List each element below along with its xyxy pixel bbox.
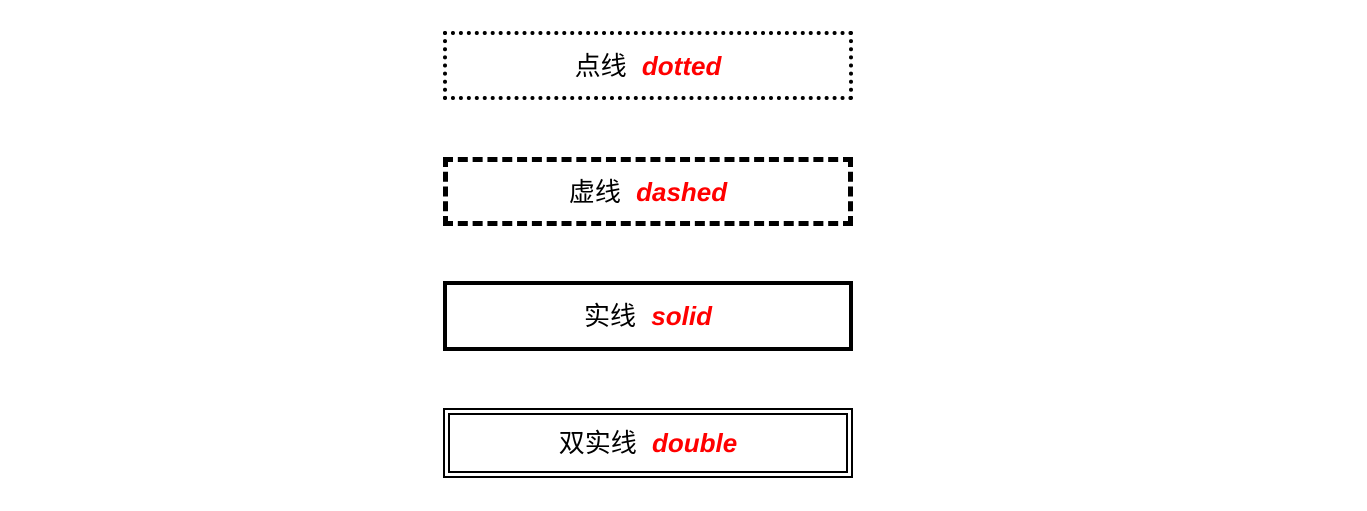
dashed-box-label: 虚线 dashed [569, 179, 727, 205]
dotted-border-box: 点线 dotted [443, 31, 853, 100]
dashed-border-box: 虚线 dashed [443, 157, 853, 226]
solid-border-box: 实线 solid [443, 281, 853, 351]
dotted-box-label-en: dotted [641, 50, 722, 81]
dotted-box-label: 点线 dotted [575, 53, 722, 79]
solid-box-label-en: solid [651, 301, 712, 331]
dotted-box-label-zh: 点线 [574, 50, 627, 81]
dashed-box-label-zh: 虚线 [568, 176, 621, 207]
solid-box-label: 实线 solid [584, 303, 712, 329]
double-box-label-en: double [652, 428, 738, 458]
border-style-demo-stack: 点线 dotted 虚线 dashed 实线 solid 双实线 double [443, 31, 853, 478]
double-border-box: 双实线 double [443, 408, 853, 478]
double-box-label: 双实线 double [559, 430, 737, 456]
double-box-label-zh: 双实线 [558, 428, 637, 458]
solid-box-label-zh: 实线 [584, 301, 637, 331]
dashed-box-label-en: dashed [636, 176, 728, 207]
